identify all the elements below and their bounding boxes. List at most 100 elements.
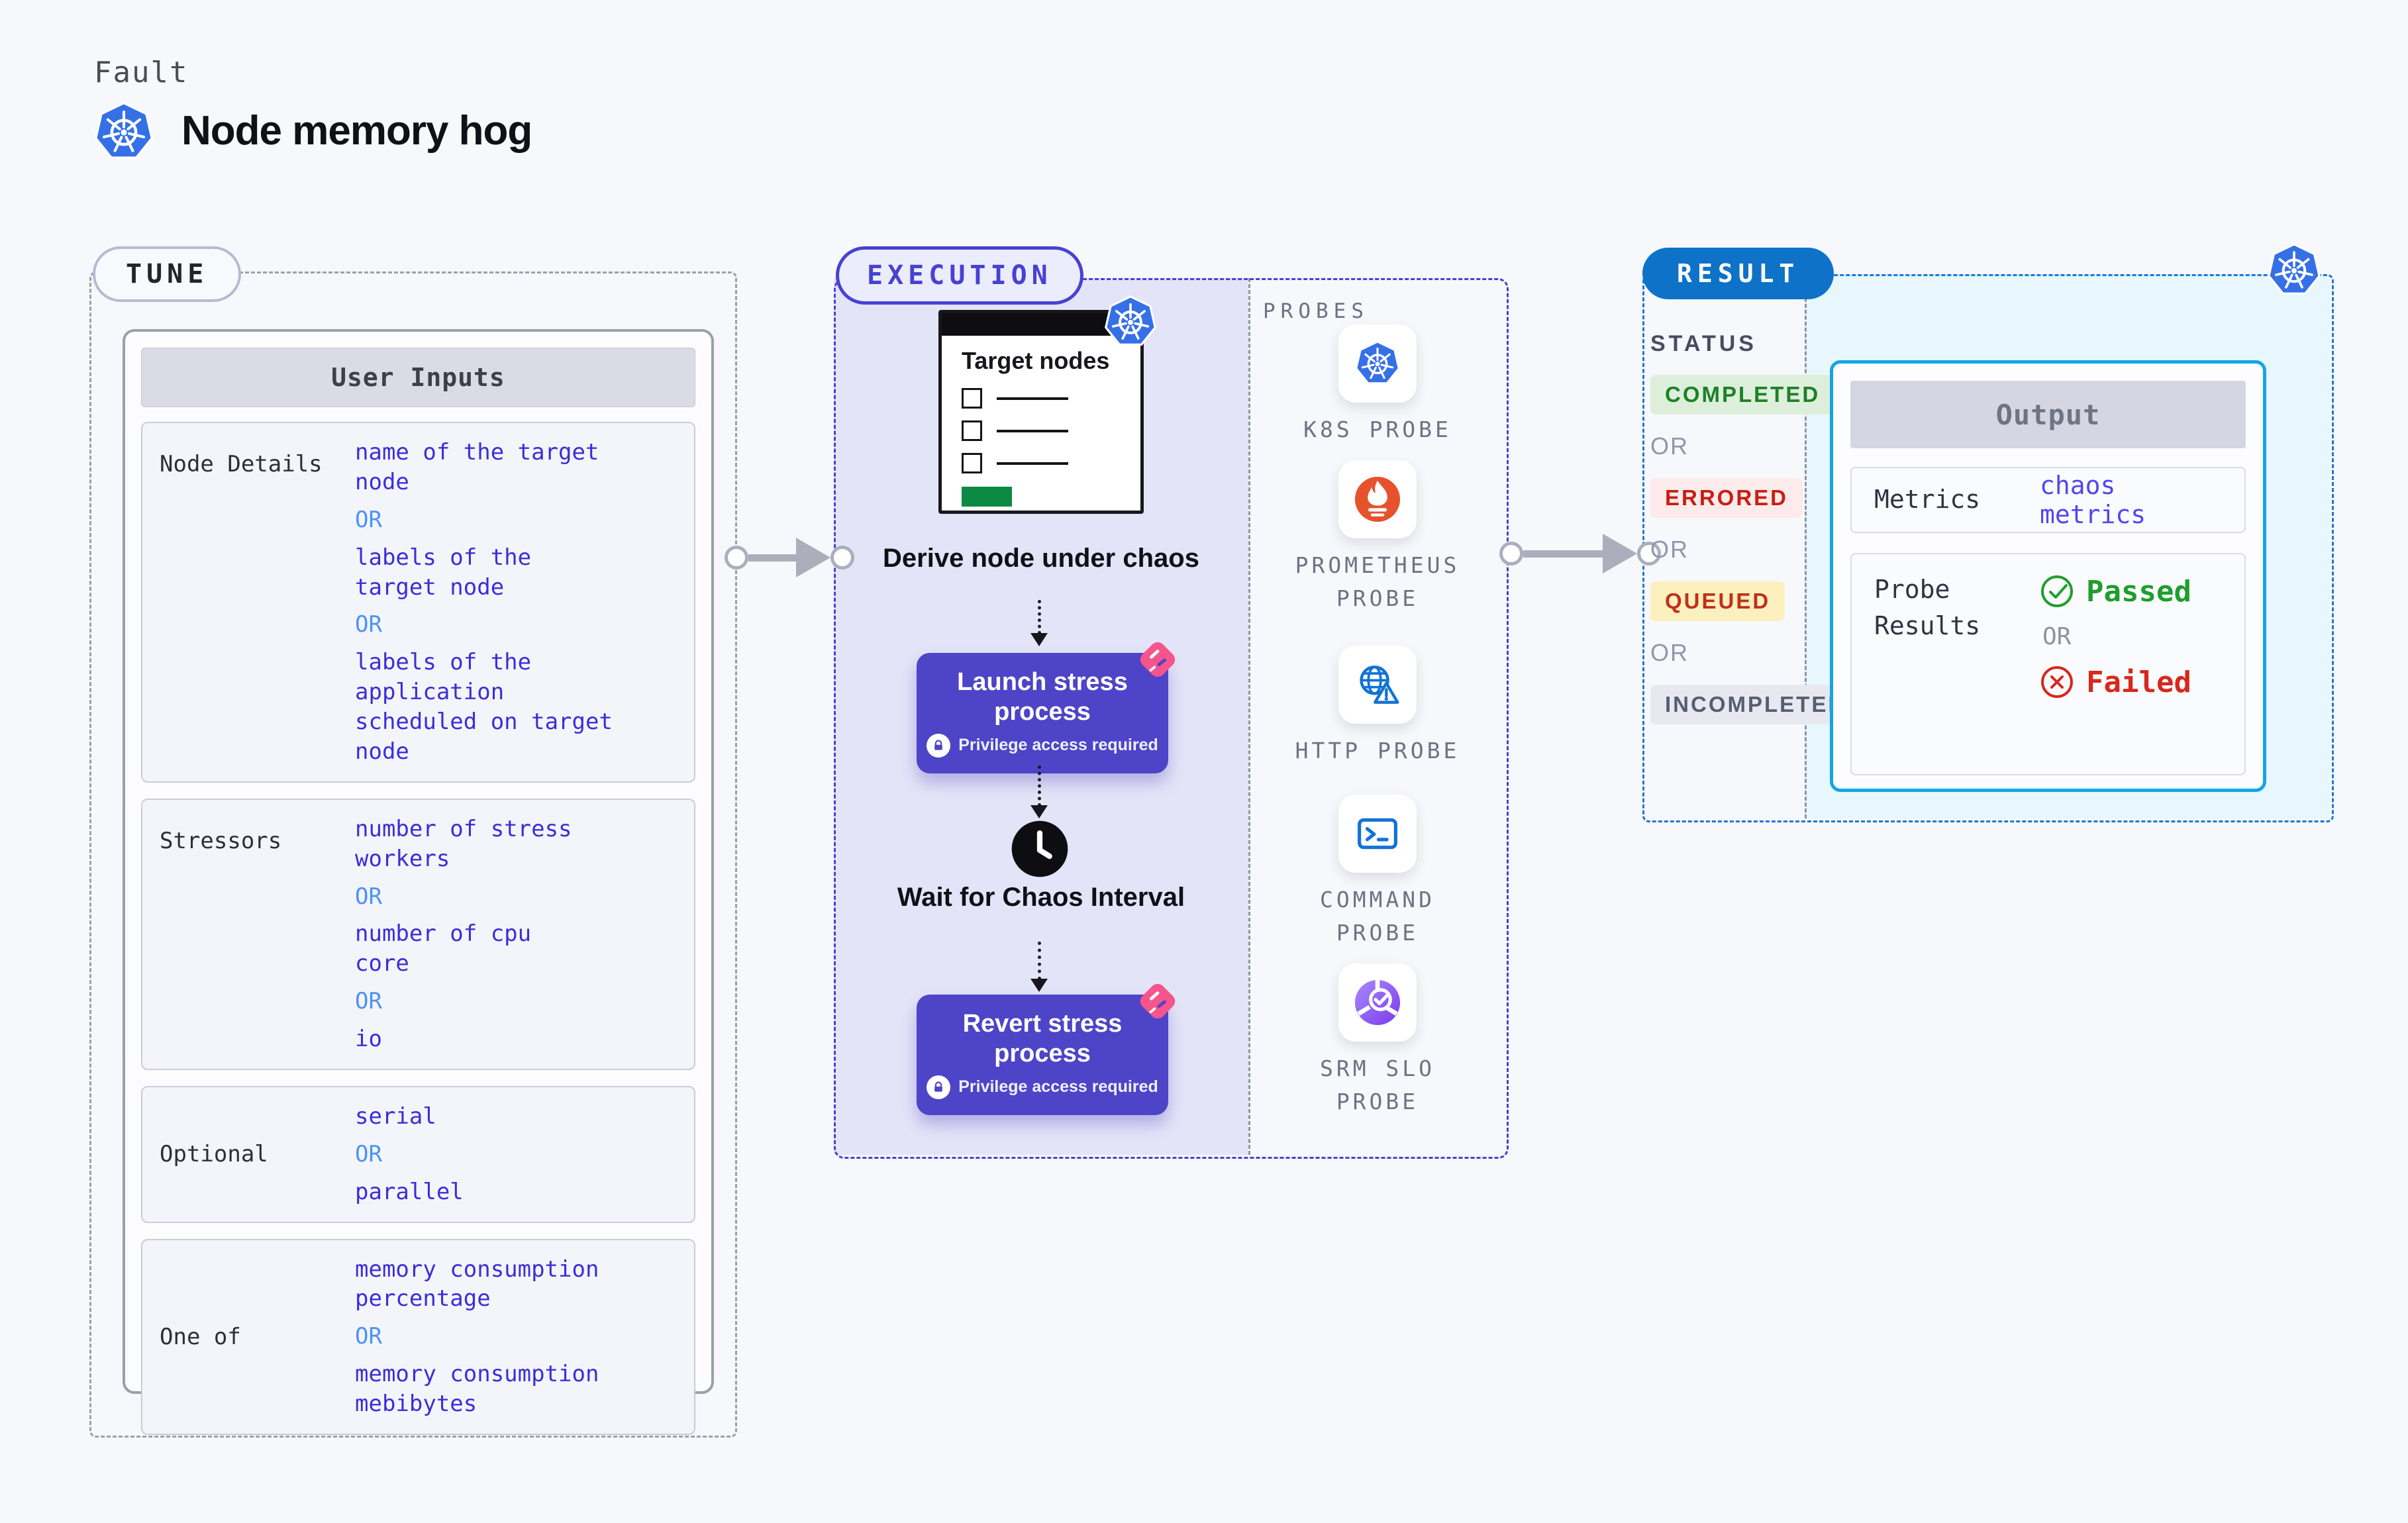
privilege-row: Privilege access required <box>917 1075 1168 1099</box>
privilege-row: Privilege access required <box>917 733 1168 758</box>
lock-icon <box>927 733 951 758</box>
prometheus-icon <box>1338 460 1417 538</box>
arrow-start-circle <box>725 546 748 569</box>
chaos-cracker-icon <box>1132 976 1183 1026</box>
arrow-end-circle <box>830 546 854 569</box>
status-badge: COMPLETED <box>1650 375 1835 415</box>
option-value: parallel <box>355 1178 464 1205</box>
flow-connector <box>1030 765 1048 818</box>
kubernetes-icon <box>1102 293 1159 350</box>
fault-kicker: Fault <box>94 56 189 89</box>
probe-name: COMMAND PROBE <box>1319 887 1436 946</box>
row-label: One of <box>160 1323 241 1350</box>
status-badge: ERRORED <box>1650 478 1803 518</box>
arrow-down-icon <box>1030 633 1048 646</box>
list-item <box>962 388 1140 409</box>
list-line <box>997 429 1068 432</box>
execution-badge: EXECUTION <box>836 246 1083 305</box>
failed-line: Failed <box>2040 665 2191 699</box>
arrow-down-icon <box>1030 805 1048 818</box>
flow-connector <box>1030 600 1048 646</box>
or-label: OR <box>2042 623 2072 650</box>
flow-connector <box>1030 942 1048 992</box>
slo-donut-icon <box>1338 963 1417 1042</box>
launch-stress-label: Launch stress process <box>957 668 1128 726</box>
arrow-line <box>748 554 796 562</box>
list-item <box>962 420 1140 442</box>
or-label: OR <box>355 1323 382 1350</box>
x-circle-icon <box>2041 666 2073 698</box>
passed-line: Passed <box>2040 574 2191 609</box>
privilege-note: Privilege access required <box>958 1077 1158 1097</box>
user-inputs-header: User Inputs <box>141 348 695 407</box>
target-nodes-card: Target nodes <box>938 295 1156 514</box>
result-divider <box>1805 274 1807 818</box>
checkbox-icon <box>962 388 982 409</box>
arrow-head <box>796 538 830 577</box>
status-label: STATUS <box>1650 331 1757 356</box>
probe-item: SRM SLO PROBE <box>1265 963 1490 1118</box>
probe-results-label: Probe Results <box>1874 575 1981 641</box>
derive-node-label: Derive node under chaos <box>883 544 1199 573</box>
probe-name: K8S PROBE <box>1303 417 1452 442</box>
target-card-title: Target nodes <box>962 347 1110 374</box>
probe-item: PROMETHEUS PROBE <box>1265 460 1490 614</box>
kubernetes-icon <box>1338 324 1417 403</box>
option-value: serial <box>355 1103 436 1130</box>
probes-label: PROBES <box>1263 299 1369 323</box>
option-value: memory consumption percentage <box>355 1255 599 1312</box>
status-badge: INCOMPLETED <box>1650 685 1861 724</box>
target-card-list <box>962 388 1140 474</box>
option-value: number of stress workers <box>355 815 572 872</box>
arrow-down-icon <box>1030 979 1048 992</box>
result-badge: RESULT <box>1642 248 1834 299</box>
or-label: OR <box>355 988 382 1015</box>
checkbox-icon <box>962 453 982 474</box>
option-value: labels of the target node <box>355 544 532 601</box>
launch-stress-button[interactable]: Launch stress process Privilege access r… <box>917 642 1176 773</box>
tune-badge: TUNE <box>93 246 242 302</box>
probe-results-values: Passed OR Failed <box>2040 571 2191 757</box>
row-label: Stressors <box>160 827 282 854</box>
option-value: number of cpu core <box>355 920 532 977</box>
revert-stress-button[interactable]: Revert stress process Privilege access r… <box>917 983 1176 1115</box>
probe-name: SRM SLO PROBE <box>1319 1056 1436 1114</box>
wait-chaos-label: Wait for Chaos Interval <box>897 883 1185 912</box>
kubernetes-icon <box>2265 241 2323 299</box>
terminal-icon <box>1338 795 1417 873</box>
lock-icon <box>927 1075 951 1099</box>
probes-panel: K8S PROBE PROMETHEUS PROBE HTTP PROBE CO… <box>1248 278 1505 1155</box>
page-title: Node memory hog <box>181 108 532 154</box>
probe-item: COMMAND PROBE <box>1265 795 1490 949</box>
probe-name: HTTP PROBE <box>1295 738 1460 763</box>
metrics-label: Metrics <box>1874 485 1981 515</box>
privilege-note: Privilege access required <box>958 736 1158 755</box>
checkbox-icon <box>962 420 982 442</box>
row-label: Node Details <box>160 451 323 477</box>
or-label: OR <box>355 506 382 533</box>
green-button-shape <box>962 487 1012 507</box>
or-label: OR <box>355 1140 382 1167</box>
or-label: OR <box>1650 432 1689 460</box>
list-item <box>962 453 1140 474</box>
arrow-end-circle <box>1637 542 1661 565</box>
tune-to-execution-arrow <box>725 538 854 577</box>
or-label: OR <box>1650 536 1689 563</box>
option-value: labels of the application scheduled on t… <box>355 649 613 765</box>
arrow-line <box>1523 550 1603 558</box>
probe-results-row: Probe Results Passed OR Failed <box>1850 553 2246 775</box>
output-card: Output Metrics chaos metrics Probe Resul… <box>1830 360 2266 792</box>
or-label: OR <box>1650 639 1689 666</box>
metrics-row: Metrics chaos metrics <box>1850 467 2246 533</box>
option-value: name of the target node <box>355 439 599 495</box>
